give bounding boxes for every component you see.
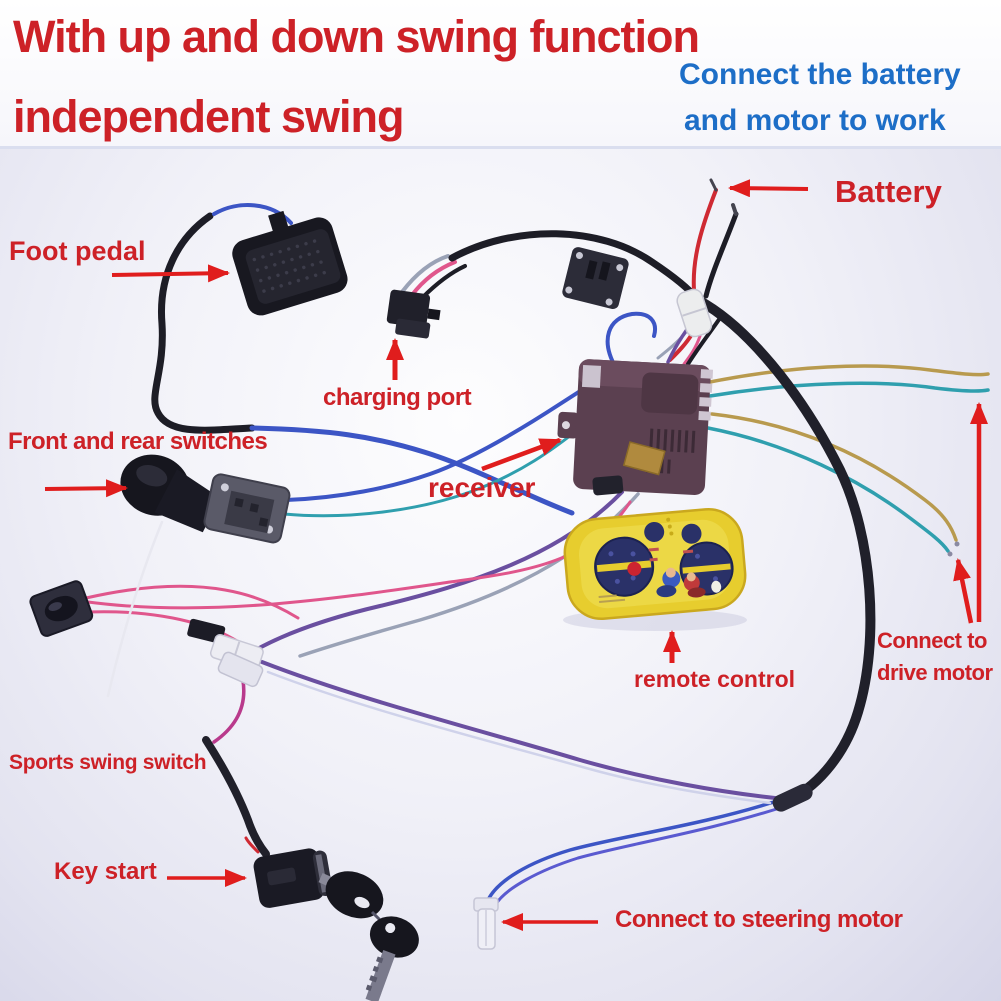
receiver-photo [557, 359, 714, 496]
annotation-arrows [44, 179, 988, 931]
key-inserted [318, 871, 384, 919]
header-area [0, 0, 1001, 149]
label-remote-control: remote control [634, 666, 796, 692]
circuit-board-photo [562, 247, 629, 310]
label-drive-motor-line1: Connect to [877, 628, 987, 653]
foot-pedal-photo [232, 210, 348, 316]
label-steering-motor: Connect to steering motor [615, 906, 903, 933]
key-ignition-photo [244, 836, 419, 1001]
inline-connector-photo [676, 288, 713, 338]
charging-port-photo [386, 289, 441, 339]
steering-wires [486, 798, 788, 906]
cartoon-characters [656, 567, 722, 598]
gear-shift-switch-photo [120, 454, 291, 544]
label-sports-swing-switch: Sports swing switch [9, 751, 207, 774]
title-line1: With up and down swing function [13, 11, 700, 62]
drive-motor-wires [706, 364, 990, 557]
key-spare [365, 916, 419, 1001]
front-rear-arrow [44, 479, 128, 498]
title-line2: independent swing [13, 91, 405, 142]
label-receiver: receiver [428, 472, 536, 503]
subtitle-line1: Connect the battery [679, 58, 961, 91]
subtitle-line2: and motor to work [684, 104, 946, 137]
black-cable-foot-pedal [151, 212, 256, 434]
drive-motor-short-arrow [953, 558, 974, 624]
black-cable-top-arc [448, 230, 701, 303]
foot-pedal-arrow [111, 264, 230, 283]
label-charging-port: charging port [323, 384, 472, 411]
label-battery: Battery [835, 174, 942, 209]
rocker-switch-photo [29, 580, 94, 637]
label-drive-motor-line2: drive motor [877, 660, 993, 685]
receiver-arrow [481, 437, 562, 472]
battery-arrow [728, 179, 809, 198]
remote-control-photo [563, 508, 747, 631]
label-key-start: Key start [54, 858, 157, 885]
steering-connector-photo [473, 897, 499, 950]
label-foot-pedal: Foot pedal [9, 236, 146, 266]
cable-sheath-end [772, 783, 813, 812]
label-front-rear-switches: Front and rear switches [8, 428, 268, 455]
wire-connectors-photo [187, 618, 264, 688]
black-cable-key [202, 736, 270, 858]
charging-port-wires [400, 254, 467, 300]
black-cable-right [693, 295, 876, 804]
